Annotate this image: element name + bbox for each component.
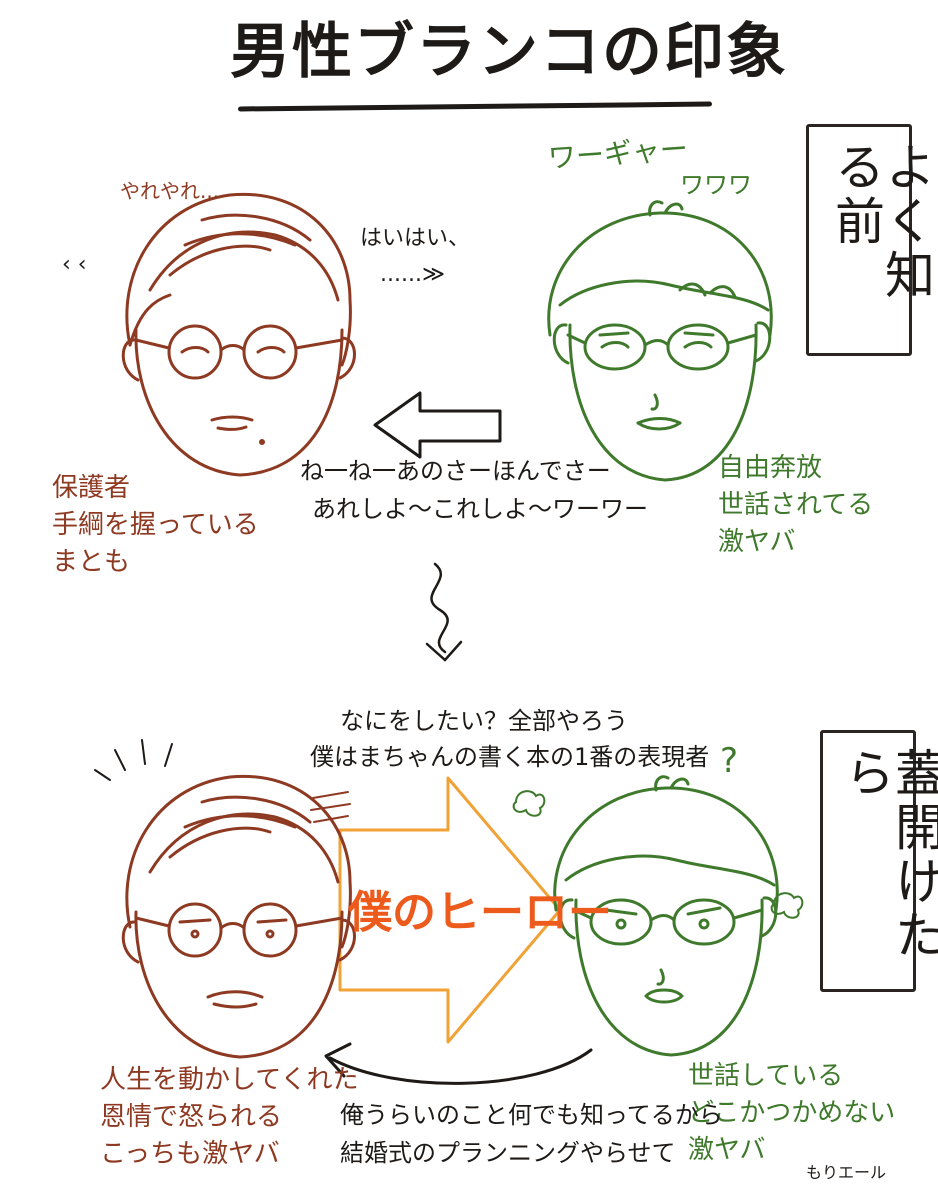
right-character-before <box>547 200 773 482</box>
green-swirl-left <box>512 790 546 817</box>
title-underline <box>237 101 713 112</box>
after-label-box: 蓋開けたら <box>820 730 938 992</box>
hero-text: 僕のヒーロー <box>348 887 612 938</box>
left-character-before <box>121 192 356 477</box>
reply-line-1: 俺うらいのこと何でも知ってるから <box>340 1101 723 1129</box>
signature: もりエール <box>806 1163 887 1182</box>
before-label: よく知る前 <box>827 141 935 303</box>
green-swirl-right <box>770 892 804 919</box>
chatter-line-2: あれしよ〜これしよ〜ワーワー <box>312 495 648 523</box>
right-note-3: 激ヤバ <box>718 526 796 557</box>
return-arrow <box>324 1042 593 1085</box>
left-note-2: 手綱を握っている <box>52 509 259 540</box>
reply-line-2: 結婚式のプランニングやらせて <box>340 1139 676 1167</box>
middle-top-text: はいはい、 <box>360 226 471 251</box>
left-sfx-before: やれやれ... <box>120 179 220 203</box>
left-character-after <box>121 774 356 1059</box>
after-speech-line-1: なにをしたい？全部やろう <box>340 707 628 735</box>
before-label-box: よく知る前 <box>806 124 935 356</box>
blush-lines <box>310 791 351 823</box>
transition-squiggle-arrow <box>425 562 463 662</box>
right-sfx-before: ワーギャー <box>546 132 689 175</box>
after-speech-line-2: 僕はまちゃんの書く本の1番の表現者 <box>310 743 710 771</box>
right-after-note-3: 激ヤバ <box>688 1134 766 1165</box>
right-character-after <box>553 775 779 1057</box>
left-eye-sfx: ‹ ‹ <box>62 252 87 277</box>
left-notes-after: 人生を動かしてくれた 恩情で怒られる こっちも激ヤバ <box>100 1062 358 1173</box>
right-sfx-before-2: ワワワ <box>680 171 752 199</box>
right-note-1: 自由奔放 <box>718 453 823 483</box>
left-after-note-2: 恩情で怒られる <box>100 1101 283 1132</box>
hero-arrow <box>338 776 562 1044</box>
right-after-note-1: 世話している <box>688 1061 844 1091</box>
right-note-2: 世話されてる <box>718 489 874 520</box>
excitement-lines <box>94 739 173 781</box>
left-arrow <box>373 391 502 459</box>
left-after-note-3: こっちも激ヤバ <box>100 1138 280 1169</box>
middle-dots: ......≫ <box>380 262 445 287</box>
page-title: 男性ブランコの印象 <box>230 17 788 87</box>
right-after-note-2: どこかつかめない <box>688 1097 896 1128</box>
left-after-note-1: 人生を動かしてくれた <box>100 1065 359 1095</box>
question-mark: ? <box>720 741 739 781</box>
after-label: 蓋開けたら <box>837 747 938 963</box>
chatter-line-1: ね一ね一あのさーほんでさー <box>300 457 611 485</box>
left-notes-before: 保護者 手綱を握っている まとも <box>52 470 259 581</box>
right-notes-before: 自由奔放 世話されてる 激ヤバ <box>718 450 873 561</box>
left-note-1: 保護者 <box>52 473 131 503</box>
right-notes-after: 世話している どこかつかめない 激ヤバ <box>688 1058 895 1169</box>
left-note-3: まとも <box>52 546 131 577</box>
